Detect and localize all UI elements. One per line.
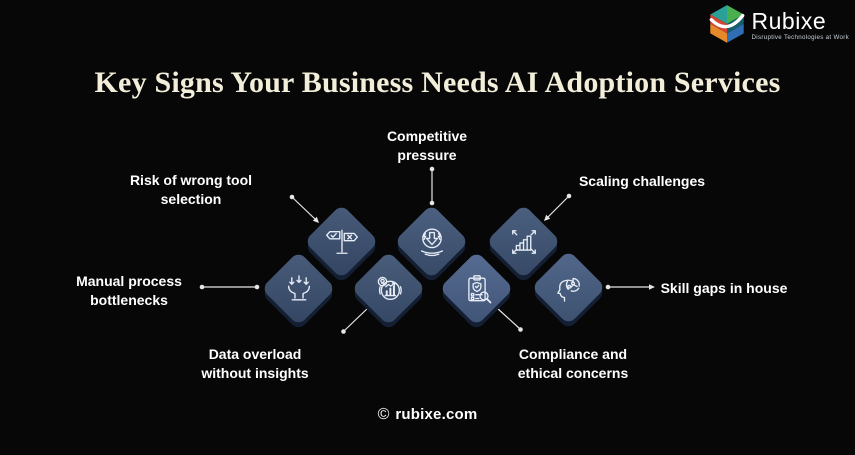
diamond-icon-wrap — [405, 215, 458, 268]
connector-manual-process — [199, 284, 260, 290]
sign-label-skill-gaps: Skill gaps in house — [660, 280, 788, 296]
logo-tagline: Disruptive Technologies at Work — [751, 34, 849, 42]
sign-diamond-data-overload — [350, 250, 426, 326]
rubixe-logo: Rubixe Disruptive Technologies at Work — [705, 3, 849, 49]
connector-scaling-challenges — [544, 193, 572, 221]
diamond-icon-wrap — [362, 262, 415, 315]
page-title: Key Signs Your Business Needs AI Adoptio… — [94, 66, 781, 100]
copyright-icon: © — [377, 405, 390, 423]
diamond-icon-wrap — [497, 215, 550, 268]
clipboard-audit-icon — [467, 274, 491, 303]
bottleneck-funnel-icon — [286, 274, 310, 300]
growth-bars-expand-icon — [511, 229, 535, 253]
sign-diamond-skill-gaps — [530, 249, 606, 325]
diamond-icon-wrap — [542, 261, 595, 314]
sign-label-manual-process: Manual process bottlenecks — [76, 273, 182, 308]
connector-compliance — [496, 307, 523, 332]
footer: © rubixe.com — [0, 406, 855, 423]
diamond-icon-wrap — [272, 262, 325, 315]
sign-label-competitive-pressure: Competitive pressure — [386, 128, 468, 163]
sign-diamond-compliance — [438, 250, 514, 326]
signpost-check-x-icon — [325, 228, 357, 253]
pressure-impact-icon — [419, 227, 443, 256]
logo-brand-text: Rubixe — [751, 8, 827, 35]
diamond-icon-wrap — [315, 215, 368, 268]
sign-label-compliance: Compliance and ethical concerns — [517, 346, 629, 381]
diamond-icon-wrap — [450, 262, 503, 315]
magnifier-chart-icon — [376, 275, 401, 300]
connector-competitive-pressure — [429, 166, 435, 206]
sign-label-risk-wrong-tool: Risk of wrong tool selection — [129, 172, 253, 207]
sign-label-data-overload: Data overload without insights — [201, 346, 309, 381]
connector-skill-gaps — [605, 284, 655, 290]
sign-diamond-scaling-challenges — [485, 203, 561, 279]
sign-diamond-manual-process — [260, 250, 336, 326]
rubixe-cube-icon — [709, 5, 744, 43]
sign-diamond-risk-wrong-tool — [303, 203, 379, 279]
head-puzzle-icon — [556, 276, 579, 301]
connector-data-overload — [341, 306, 370, 334]
sign-label-scaling-challenges: Scaling challenges — [578, 173, 706, 189]
connector-risk-wrong-tool — [289, 194, 319, 223]
footer-site-text: rubixe.com — [395, 406, 478, 423]
sign-diamond-competitive-pressure — [393, 203, 469, 279]
